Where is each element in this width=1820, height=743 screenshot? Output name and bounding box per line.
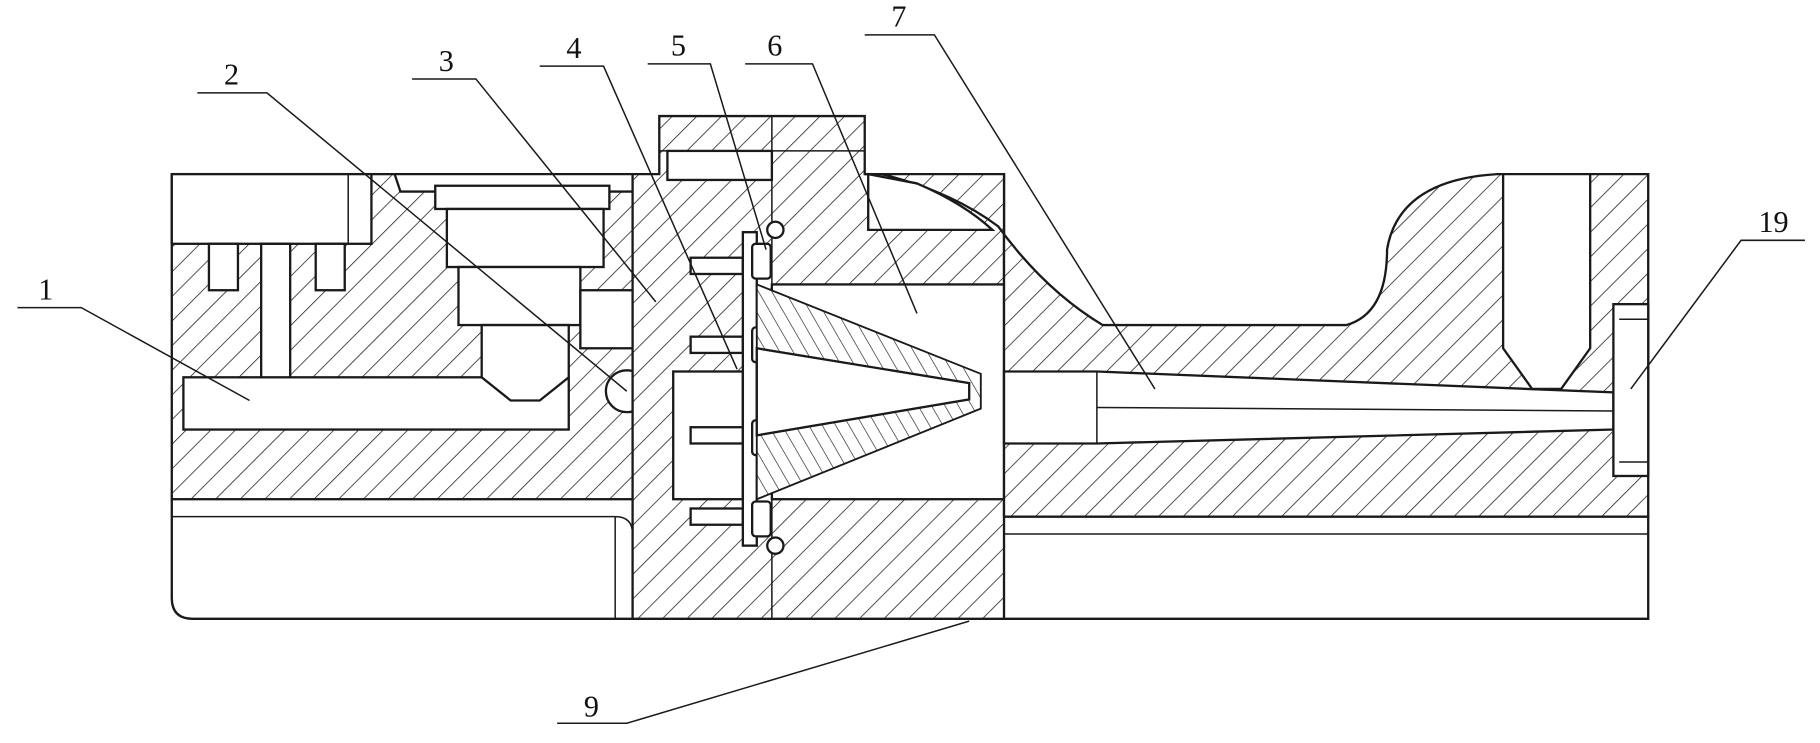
leader-lines bbox=[17, 34, 1805, 725]
diffuser-body bbox=[864, 172, 1650, 518]
label-7: 7 bbox=[891, 0, 906, 34]
outlet bbox=[1612, 303, 1650, 478]
center-flange bbox=[631, 114, 1006, 620]
end-cap bbox=[170, 172, 373, 245]
inlet-body bbox=[170, 172, 745, 501]
label-2: 2 bbox=[224, 58, 239, 92]
label-3: 3 bbox=[439, 44, 454, 78]
label-4: 4 bbox=[566, 31, 581, 65]
label-9: 9 bbox=[584, 689, 599, 723]
vertical-bore bbox=[1501, 172, 1592, 391]
label-19: 19 bbox=[1758, 205, 1788, 239]
bolt-hole bbox=[260, 242, 292, 391]
label-1: 1 bbox=[38, 273, 53, 307]
label-5: 5 bbox=[671, 29, 686, 63]
label-6: 6 bbox=[767, 29, 782, 63]
